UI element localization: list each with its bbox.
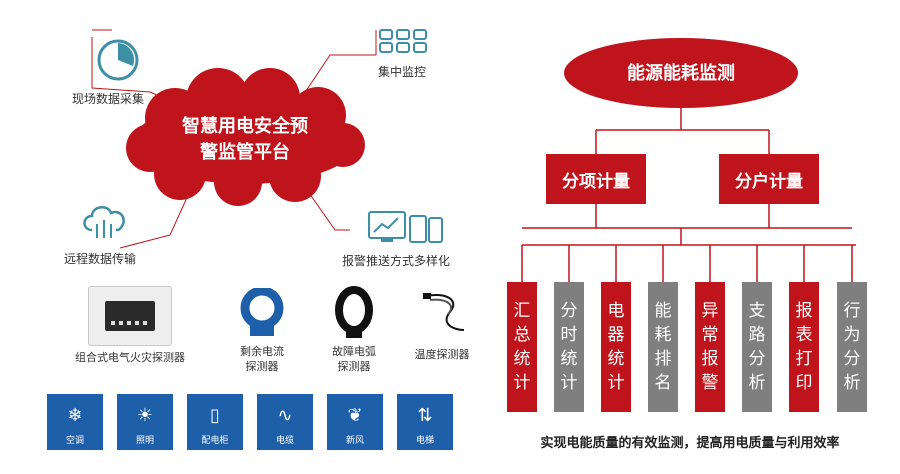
tree-lines [521, 108, 856, 282]
devices-icon [368, 211, 443, 243]
household-metering-box: 分户计量 [719, 154, 819, 204]
temperature-sensor-image [420, 290, 468, 340]
tile-lighting: ☀ 照明 [117, 394, 173, 450]
feature-label-central-monitor: 集中监控 [378, 65, 427, 79]
device-label-combined: 组合式电气火灾探测器 [75, 351, 185, 364]
grid-icon [379, 29, 427, 53]
leaf-abnormal-alarm: 异常报警 [695, 282, 725, 412]
cabinet-icon: ▯ [210, 405, 220, 426]
combined-detector-image [88, 286, 172, 346]
hub-cloud [126, 68, 365, 206]
arc-fault-sensor-image [332, 286, 376, 344]
leaf-appliance-stats: 电器统计 [601, 282, 631, 412]
feature-label-remote-transfer: 远程数据传输 [64, 252, 137, 266]
device-label-arc-fault: 故障电弧 探测器 [332, 345, 376, 373]
tile-fresh-air: ❦ 新风 [327, 394, 383, 450]
hub-title: 智慧用电安全预 警监管平台 [150, 114, 340, 166]
feature-remote-transfer [80, 200, 128, 244]
feature-label-data-collection: 现场数据采集 [72, 92, 145, 106]
hub-spokes [91, 37, 376, 249]
clock-icon [97, 39, 139, 81]
lightbulb-icon: ☀ [136, 405, 154, 426]
footer-caption: 实现电能质量的有效监测，提高用电质量与利用效率 [540, 436, 840, 451]
leaf-consumption-ranking: 能耗排名 [648, 282, 678, 412]
tile-air-conditioner: ❄ 空调 [47, 394, 103, 450]
device-label-temperature: 温度探测器 [414, 348, 470, 361]
residual-current-sensor-image [240, 286, 284, 342]
air-conditioner-icon: ❄ [67, 405, 83, 426]
leaf-summary-stats: 汇总统计 [507, 282, 537, 412]
tile-cable: ∿ 电缆 [257, 394, 313, 450]
item-metering-box: 分项计量 [546, 154, 646, 204]
root-ellipse [564, 38, 798, 108]
tile-elevator: ⇅ 电梯 [397, 394, 453, 450]
cable-icon: ∿ [277, 405, 293, 426]
leaf-behavior-analysis: 行为分析 [837, 282, 867, 412]
cloud-upload-icon [83, 206, 125, 238]
leaf-branch-analysis: 支路分析 [742, 282, 772, 412]
hub-title-line1: 智慧用电安全预 [182, 116, 308, 137]
elevator-icon: ⇅ [417, 405, 433, 426]
leaf-time-stats: 分时统计 [554, 282, 584, 412]
feature-central-monitor [378, 28, 430, 58]
tile-distribution-cabinet: ▯ 配电柜 [187, 394, 243, 450]
leaf-report-print: 报表打印 [789, 282, 819, 412]
feature-label-alarm-push: 报警推送方式多样化 [342, 254, 451, 268]
leaf-icon: ❦ [347, 405, 363, 426]
hub-title-line2: 警监管平台 [200, 142, 290, 163]
feature-alarm-push [368, 210, 444, 250]
feature-data-collection [96, 38, 140, 86]
root-title: 能源能耗监测 [627, 63, 735, 84]
device-label-residual: 剩余电流 探测器 [240, 345, 284, 373]
